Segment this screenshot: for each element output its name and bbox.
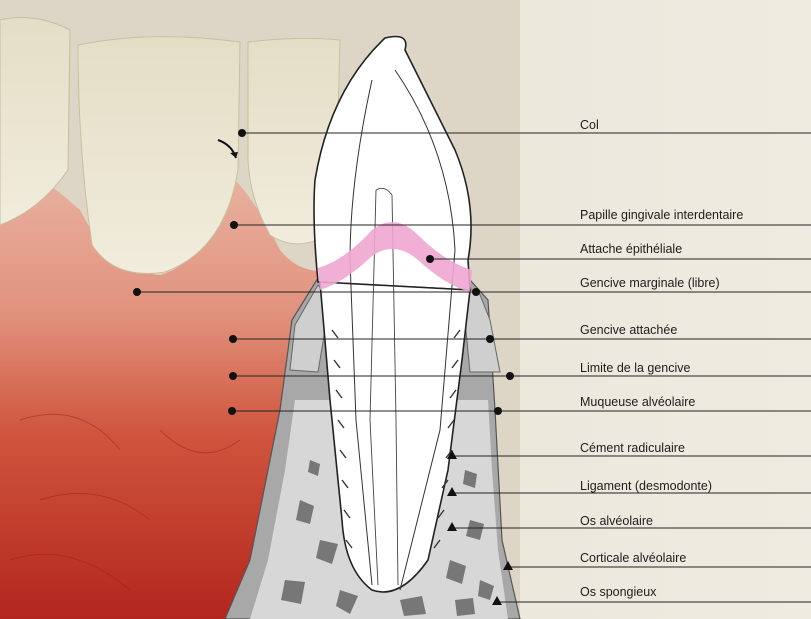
label-gencive-marginale: Gencive marginale (libre) [580,276,720,290]
label-col: Col [580,118,599,132]
label-papille: Papille gingivale interdentaire [580,208,744,222]
dot-marker-icon [229,372,237,380]
label-os-alveolaire: Os alvéolaire [580,514,653,528]
spongy-bone-pattern [281,460,494,616]
dot-marker-icon [494,407,502,415]
triangle-marker-icon [503,561,513,570]
pulp-canal [369,187,399,586]
label-muqueuse: Muqueuse alvéolaire [580,395,696,409]
dot-marker-icon [228,407,236,415]
triangle-markers [447,450,513,605]
triangle-marker-icon [492,596,502,605]
dot-marker-icon [238,129,246,137]
tooth-root [319,281,471,593]
label-gencive-attachee: Gencive attachée [580,323,678,337]
triangle-marker-icon [447,450,457,459]
dot-marker-icon [472,288,480,296]
dot-marker-icon [230,221,238,229]
label-os-spongieux: Os spongieux [580,585,657,599]
dot-marker-icon [486,335,494,343]
label-corticale: Corticale alvéolaire [580,551,687,565]
dot-markers [133,129,514,415]
triangle-marker-icon [447,522,457,531]
dot-marker-icon [506,372,514,380]
label-limite-gencive: Limite de la gencive [580,361,691,375]
label-attache-epitheliale: Attache épithéliale [580,242,683,256]
label-ligament: Ligament (desmodonte) [580,479,713,493]
dot-marker-icon [229,335,237,343]
epithelial-attachment [318,222,472,292]
dot-marker-icon [426,255,434,263]
triangle-marker-icon [447,487,457,496]
ligament-hatching [331,329,461,549]
enamel-crown [313,35,472,291]
label-cement: Cément radiculaire [580,441,685,455]
dot-marker-icon [133,288,141,296]
